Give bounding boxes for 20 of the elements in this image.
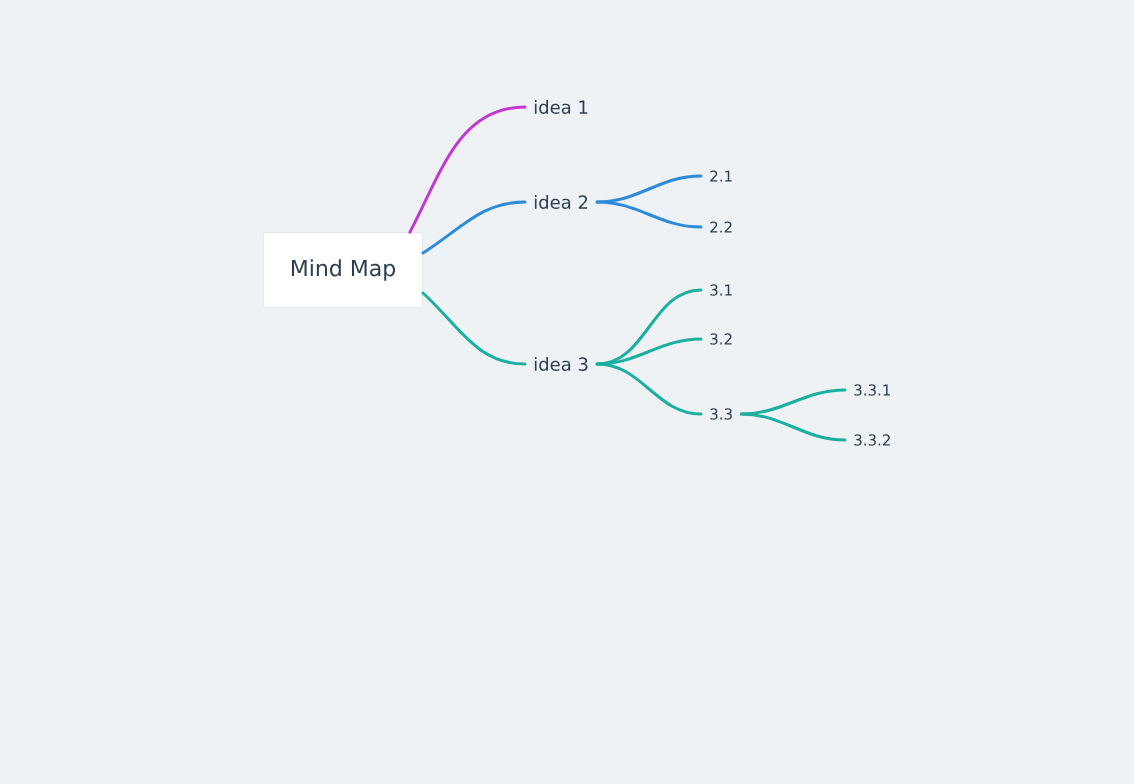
branch-line bbox=[421, 200, 527, 255]
branch-line bbox=[421, 291, 527, 366]
topic-label: 3.2 bbox=[710, 333, 732, 345]
topic-label: 3.3 bbox=[710, 408, 732, 420]
topic-label: 2.1 bbox=[710, 170, 732, 182]
branch-line bbox=[595, 174, 703, 204]
branch-line bbox=[739, 412, 847, 442]
topic-label: idea 2 bbox=[534, 195, 588, 209]
branch-line bbox=[408, 105, 527, 234]
topic-label: idea 1 bbox=[534, 100, 588, 114]
branch-line bbox=[595, 362, 703, 416]
topic-label: idea 3 bbox=[534, 357, 588, 371]
branch-line bbox=[739, 388, 847, 416]
topic-label: 3.1 bbox=[710, 284, 732, 296]
topic-label: 2.2 bbox=[710, 221, 732, 233]
topic-label: 3.3.1 bbox=[854, 384, 890, 396]
central-topic-box: Mind Map bbox=[263, 232, 423, 308]
branch-line bbox=[595, 337, 703, 366]
branch-line bbox=[595, 200, 703, 229]
topic-label: 3.3.2 bbox=[854, 434, 890, 446]
